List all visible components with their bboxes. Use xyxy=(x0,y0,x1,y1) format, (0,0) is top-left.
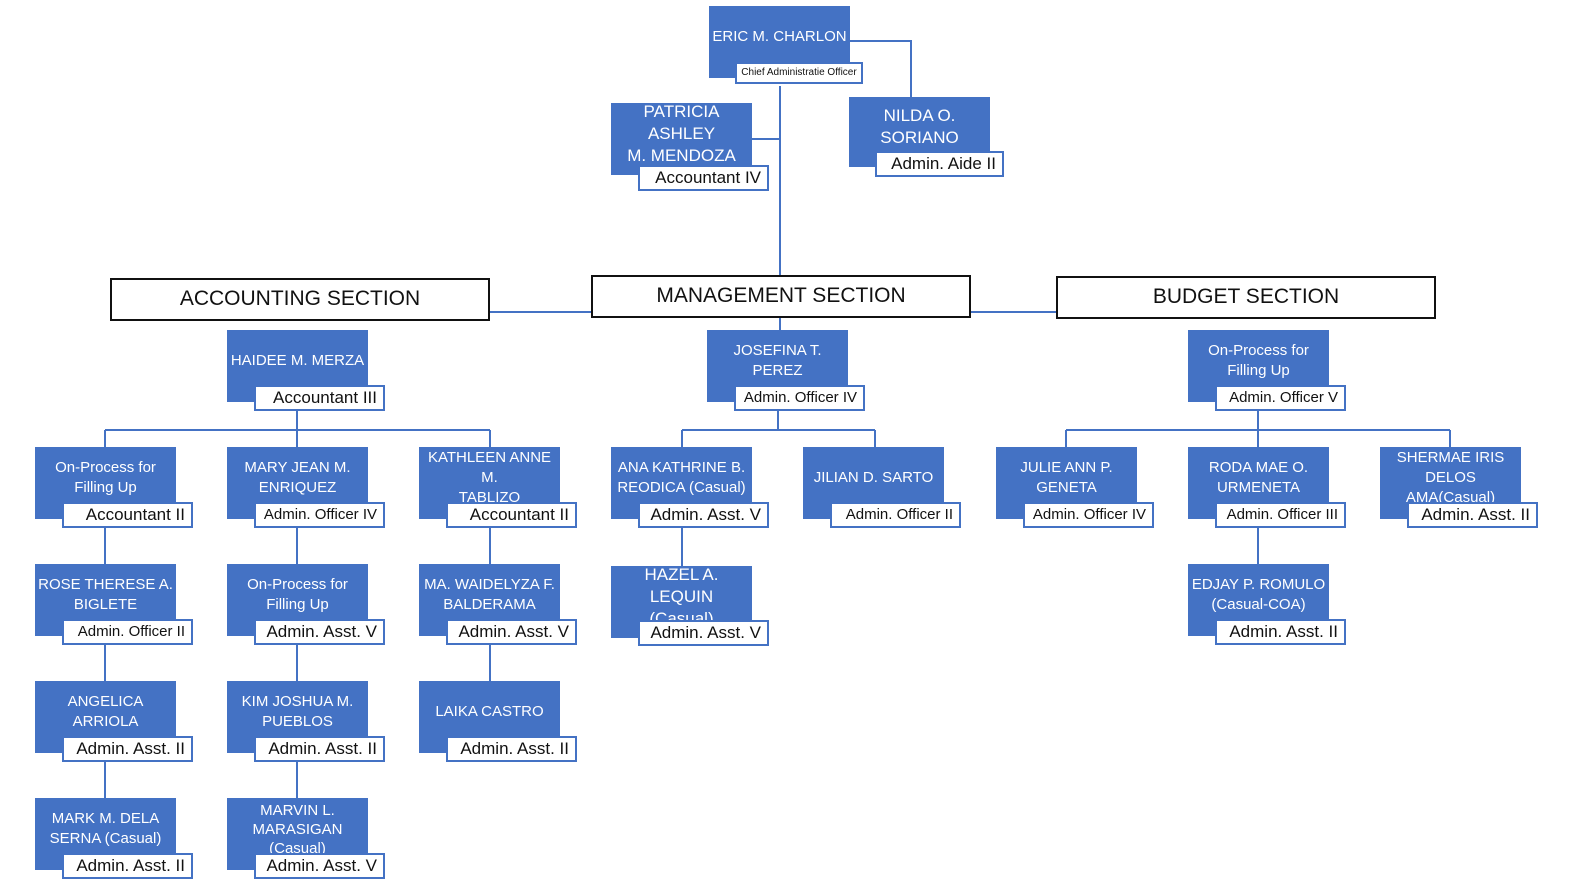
node-title-budget-b2-0: Admin. Officer III xyxy=(1215,502,1346,528)
node-title-mgmt-m1-0: Admin. Asst. V xyxy=(638,502,769,528)
node-title-acc-c2-3: Admin. Asst. V xyxy=(254,853,385,879)
node-title-budget-b2-1: Admin. Asst. II xyxy=(1215,619,1346,645)
node-title-budget-b1: Admin. Officer IV xyxy=(1023,502,1154,528)
node-acc-c2-3: MARVIN L.MARASIGAN(Casual) xyxy=(227,798,368,870)
node-title-acc-c1-3: Admin. Asst. II xyxy=(62,853,193,879)
node-title-aide: Admin. Aide II xyxy=(875,151,1004,177)
node-title-budget-b3: Admin. Asst. II xyxy=(1407,502,1538,528)
node-title-acc-c2-1: Admin. Asst. V xyxy=(254,619,385,645)
node-title-mgmt-m2: Admin. Officer II xyxy=(830,502,961,528)
connector-chief-aide xyxy=(850,40,912,97)
node-title-acc-c1-1: Admin. Officer II xyxy=(62,619,193,645)
node-title-chief: Chief Administratie Officer xyxy=(735,62,863,84)
node-title-acc-c3-1: Admin. Asst. V xyxy=(446,619,577,645)
section-accounting: ACCOUNTING SECTION xyxy=(110,278,490,321)
node-title-acc-c3-0: Accountant II xyxy=(446,502,577,528)
node-title-accounting-head: Accountant III xyxy=(254,385,385,411)
section-management: MANAGEMENT SECTION xyxy=(591,275,971,318)
node-title-acc-c3-2: Admin. Asst. II xyxy=(446,736,577,762)
node-name: ERIC M. CHARLON xyxy=(712,28,847,45)
node-title-mgmt-m1-1: Admin. Asst. V xyxy=(638,620,769,646)
node-title-acc-c1-2: Admin. Asst. II xyxy=(62,736,193,762)
section-budget: BUDGET SECTION xyxy=(1056,276,1436,319)
node-title-management-head: Admin. Officer IV xyxy=(734,385,865,411)
node-title-acc-c2-0: Admin. Officer IV xyxy=(254,502,385,528)
node-title-accountant4: Accountant IV xyxy=(638,165,769,191)
node-title-acc-c1-0: Accountant II xyxy=(62,502,193,528)
node-title-acc-c2-2: Admin. Asst. II xyxy=(254,736,385,762)
node-title-budget-head: Admin. Officer V xyxy=(1215,385,1346,411)
